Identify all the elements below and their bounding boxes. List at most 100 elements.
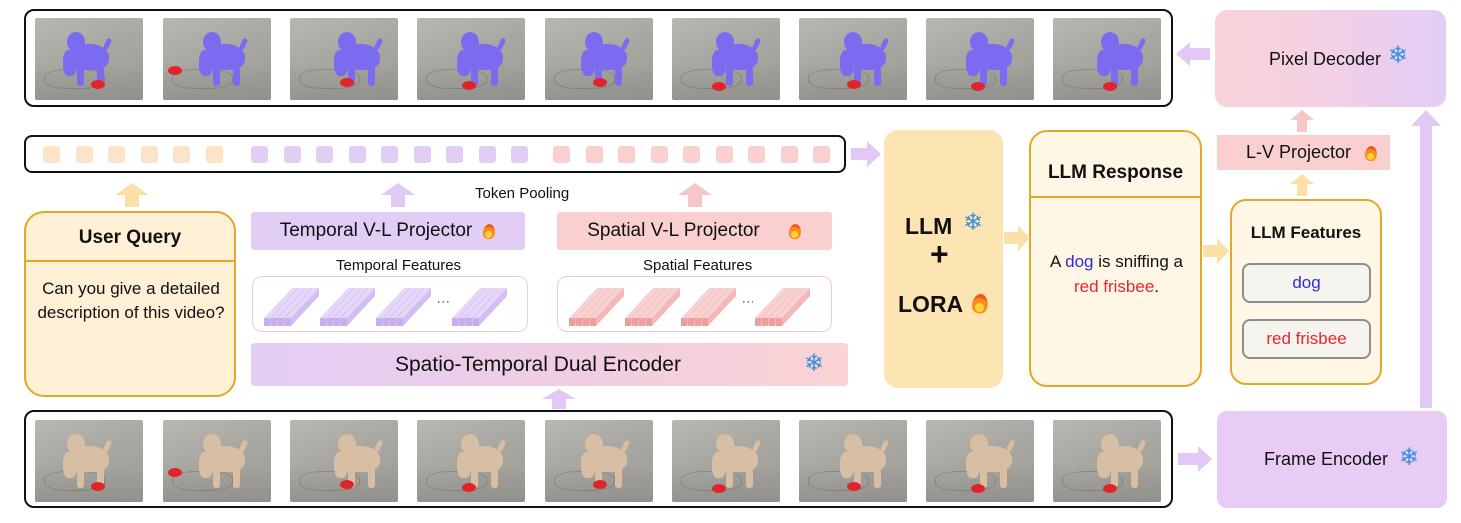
frisbee (847, 80, 861, 89)
frisbee (340, 78, 354, 87)
frisbee (168, 66, 182, 75)
spatial-features-label: Spatial Features (643, 257, 753, 274)
response-text-dog: dog (1065, 252, 1094, 271)
feature-cube (341, 288, 375, 326)
query-token (108, 146, 125, 163)
lv-projector-box: L-V Projector (1217, 135, 1390, 170)
output-frame (545, 18, 653, 100)
user-query-divider (26, 260, 234, 262)
frisbee (593, 78, 607, 87)
lora-label: LORA (898, 291, 964, 317)
frisbee (91, 482, 105, 491)
arrow-query-to-tokens (115, 183, 149, 207)
feature-item-red-frisbee: red frisbee (1242, 319, 1371, 359)
arrow-decoder-to-output (1176, 42, 1210, 66)
frisbee (1103, 484, 1117, 493)
token-pooling-label: Token Pooling (475, 185, 570, 202)
fire-icon (788, 222, 802, 240)
feature-cube (646, 288, 680, 326)
arrow-frame-encoder-to-decoder (1411, 110, 1441, 408)
llm-response-title: LLM Response (1047, 162, 1184, 183)
feature-cube (285, 288, 319, 326)
arrow-lv-to-decoder (1290, 110, 1314, 132)
snowflake-icon: ❄ (804, 350, 825, 377)
input-frame (799, 420, 907, 502)
arrow-frames-to-encoder (542, 389, 576, 409)
fire-icon (1364, 144, 1378, 162)
output-frame (35, 18, 143, 100)
output-frame (926, 18, 1034, 100)
frisbee (971, 484, 985, 493)
frame-encoder-box: Frame Encoder ❄ (1217, 411, 1447, 508)
input-frame (35, 420, 143, 502)
feature-item-dog-label: dog (1292, 273, 1321, 292)
arrow-tokens-to-llm (851, 141, 881, 167)
snowflake-icon: ❄ (1388, 42, 1409, 69)
llm-lora-block: LLM ❄ + LORA (884, 130, 1003, 388)
frisbee (462, 483, 476, 492)
spatial-token (618, 146, 635, 163)
feature-cube (397, 288, 431, 326)
query-token (205, 146, 223, 163)
llm-response-box: LLM Response A dog is sniffing a red fri… (1029, 130, 1202, 387)
frisbee (1103, 82, 1117, 91)
spatial-token (553, 146, 570, 163)
temporal-token (251, 146, 268, 163)
output-frame (672, 18, 780, 100)
input-frame (926, 420, 1034, 502)
temporal-features-label: Temporal Features (336, 257, 462, 274)
spatial-token (683, 146, 700, 163)
frisbee (91, 80, 105, 89)
frisbee (712, 484, 726, 493)
output-frame (290, 18, 398, 100)
snowflake-icon: ❄ (963, 209, 984, 236)
snowflake-icon: ❄ (1399, 444, 1420, 471)
fire-icon (482, 222, 496, 240)
temporal-token (413, 146, 431, 163)
arrow-temporal-to-tokens (381, 183, 415, 207)
llm-response-text: A dog is sniffing a red frisbee. (1037, 249, 1196, 299)
feature-cube (473, 288, 507, 326)
arrow-response-to-features (1203, 238, 1229, 264)
temporal-token (283, 146, 301, 163)
temporal-token (478, 146, 496, 163)
arrow-frames-to-frame-encoder (1178, 446, 1212, 472)
frame-encoder-label: Frame Encoder (1264, 449, 1389, 469)
pixel-decoder-box: Pixel Decoder ❄ (1215, 10, 1446, 107)
lv-projector-label: L-V Projector (1246, 142, 1352, 162)
llm-label: LLM (905, 213, 953, 239)
input-frame (163, 420, 271, 502)
response-text-middle: is sniffing a (1093, 252, 1183, 271)
user-query-title: User Query (78, 227, 182, 248)
frisbee (462, 81, 476, 90)
input-frame (1053, 420, 1161, 502)
response-text-period: . (1154, 277, 1160, 296)
frisbee (712, 82, 726, 91)
response-text-red-frisbee: red frisbee (1073, 277, 1155, 296)
feature-item-red-frisbee-label: red frisbee (1266, 329, 1347, 348)
temporal-token (511, 146, 528, 163)
arrow-features-to-lv (1290, 174, 1314, 196)
frisbee (593, 480, 607, 489)
feature-cube (590, 288, 624, 326)
temporal-projector: Temporal V-L Projector (251, 212, 525, 250)
input-frame (545, 420, 653, 502)
frisbee (971, 82, 985, 91)
feature-cube (776, 288, 810, 326)
spatial-token (780, 146, 798, 163)
input-frame (290, 420, 398, 502)
spatial-token (715, 146, 733, 163)
llm-response-divider (1031, 196, 1200, 198)
query-token (173, 146, 190, 163)
response-text-a: A (1050, 252, 1066, 271)
feature-cube (702, 288, 736, 326)
query-token (140, 146, 158, 163)
query-token (43, 146, 60, 163)
frisbee (340, 480, 354, 489)
input-frame (672, 420, 780, 502)
pixel-decoder-label: Pixel Decoder (1269, 49, 1382, 69)
spatial-token (813, 146, 830, 163)
spatial-token (585, 146, 603, 163)
frisbee (168, 468, 182, 477)
output-frame (1053, 18, 1161, 100)
